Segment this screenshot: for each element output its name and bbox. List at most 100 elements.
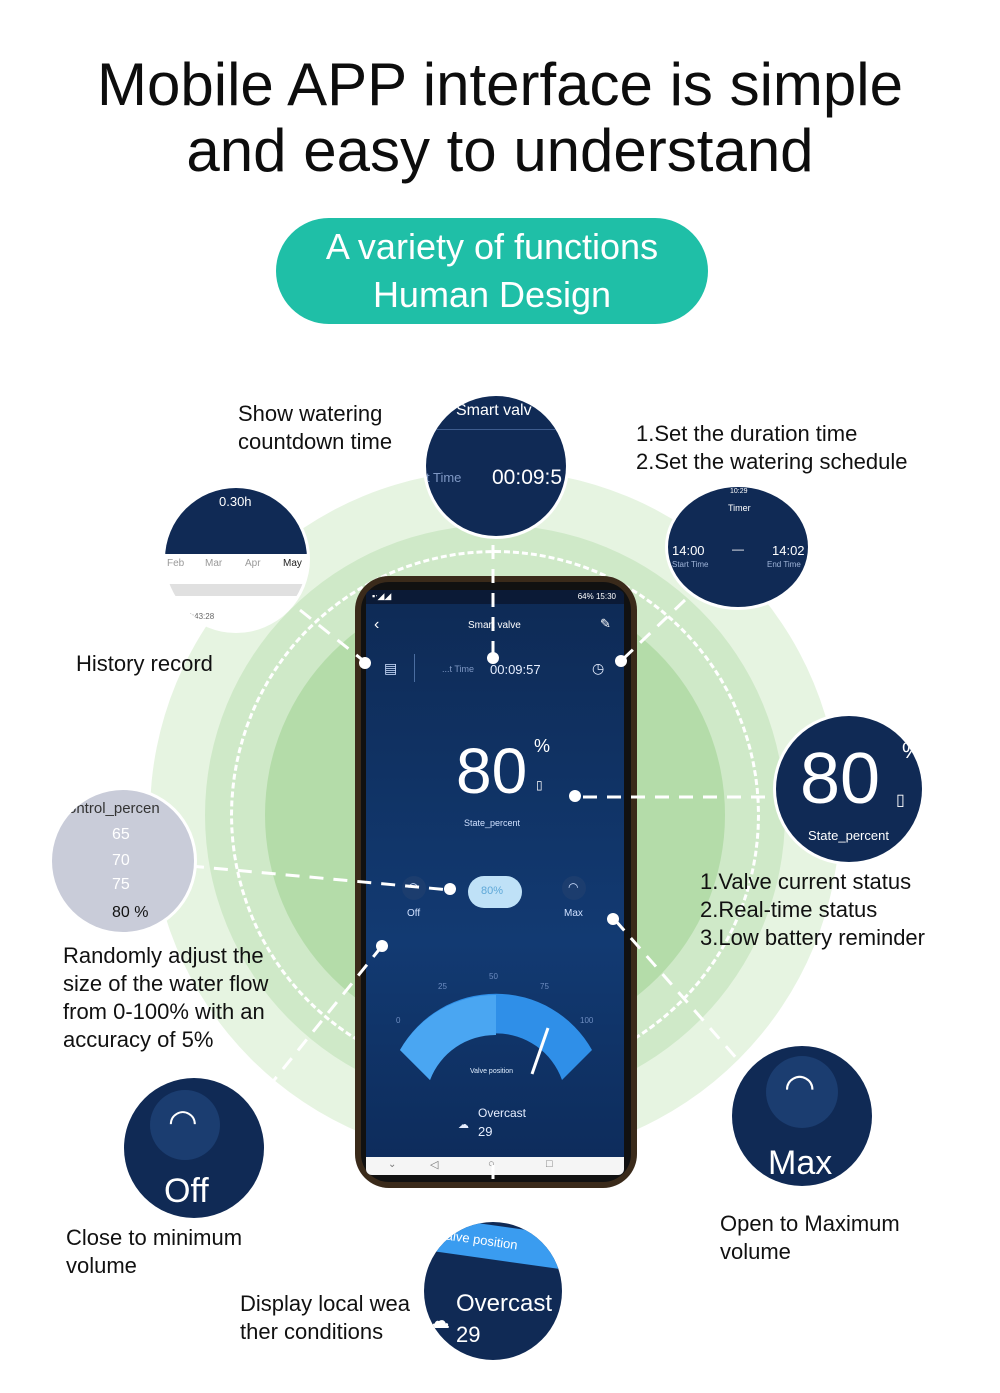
feature-pill: A variety of functions Human Design [276,218,708,324]
history-month-mar[interactable]: Mar [205,558,223,569]
callout-state-unit: % [902,738,922,763]
dot-history [359,657,371,669]
label-max-line-2: volume [720,1239,791,1264]
timer-icon[interactable]: ◷ [592,660,605,676]
label-status: 1.Valve current status 2.Real-time statu… [700,868,925,952]
max-button[interactable] [562,876,586,900]
dot-off [376,940,388,952]
gauge-label: Valve position [470,1068,514,1075]
nav-back-icon[interactable]: ◁ [430,1159,439,1171]
headline-line-2: and easy to understand [186,117,814,184]
dot-countdown [487,652,499,664]
weather-temp-large: 29 [456,1322,481,1347]
history-month-may[interactable]: May [283,558,302,569]
weather-temp: 29 [478,1124,493,1139]
callout-schedule: 10:29 Timer 14:00 Start Time — 14:02 End… [668,487,808,607]
control-option-70[interactable]: 70 [112,852,130,869]
divider [414,654,415,682]
callout-countdown-label: t Time [426,470,462,485]
max-button-label: Max [564,908,583,919]
control-option-65[interactable]: 65 [112,826,130,843]
gauge-tick-50: 50 [489,972,498,981]
callout-history: 0.30h Feb Mar Apr May 10:43:28 [165,488,307,630]
label-off: Close to minimum volume [66,1224,242,1280]
callout-divider [426,429,566,430]
callout-weather: Valve position Overcast ☁ 29 [424,1222,562,1360]
dot-state [569,790,581,802]
phone-screen: ▪ᐧ◢◢ 64% 15:30 ‹ Smart valve ✎ ▤ ...t Ti… [366,590,624,1175]
weather-condition: Overcast [478,1106,527,1120]
gauge-tick-100: 100 [580,1016,594,1025]
max-gauge-large-icon: ◠ [784,1066,816,1107]
callout-state-value: 80 [800,739,881,819]
off-gauge-large-icon: ◠ [168,1103,198,1141]
weather-cloud-icon: ☁ [428,1308,450,1333]
control-option-75[interactable]: 75 [112,876,130,893]
weather-icon: ☁ [458,1119,469,1131]
max-gauge-icon: ◠ [568,880,579,894]
callout-battery-icon: ▯ [896,792,905,809]
edit-icon[interactable]: ✎ [600,616,611,631]
dot-control [444,883,456,895]
back-icon[interactable]: ‹ [374,616,380,633]
schedule-title: Timer [728,503,751,513]
label-off-line-2: volume [66,1253,137,1278]
nav-recents-icon[interactable]: □ [546,1158,553,1170]
label-max-line-1: Open to Maximum [720,1211,900,1236]
history-value: 0.30h [219,494,252,509]
weather-condition-large: Overcast [456,1290,553,1317]
history-bar [165,584,307,596]
callout-countdown: Smart valv t Time 00:09:5 [426,396,566,536]
schedule-end: 14:02 [772,543,805,558]
control-option-80[interactable]: 80 % [112,904,149,921]
status-bar: ▪ᐧ◢◢ 64% 15:30 [366,590,624,604]
history-month-apr[interactable]: Apr [245,558,261,569]
label-countdown: Show watering countdown time [238,400,392,456]
dot-max [607,913,619,925]
max-icon-bg [766,1056,838,1128]
label-flow-line-3: from 0-100% with an [63,999,265,1024]
label-history: History record [76,651,213,676]
nav-down-icon[interactable]: ⌄ [388,1159,397,1170]
schedule-start-label: Start Time [672,560,709,569]
history-month-feb[interactable]: Feb [167,558,185,569]
label-schedule-line-2: 2.Set the watering schedule [636,449,908,474]
schedule-clock: 10:29 [730,488,748,495]
callout-countdown-time: 00:09:5 [492,466,563,489]
gauge-tick-75: 75 [540,982,549,991]
label-weather-line-1: Display local wea [240,1291,410,1316]
label-flow-line-1: Randomly adjust the [63,943,264,968]
percent-selector-value: 80% [481,885,504,897]
dot-schedule [615,655,627,667]
label-weather: Display local wea ther conditions [240,1290,410,1346]
label-schedule-line-1: 1.Set the duration time [636,421,858,446]
callout-off-label: Off [164,1172,209,1210]
countdown-time: 00:09:57 [490,662,541,677]
schedule-start: 14:00 [672,543,705,558]
history-icon[interactable]: ▤ [384,660,398,676]
off-icon-bg [150,1090,220,1160]
label-countdown-line-1: Show watering [238,401,383,426]
label-countdown-line-2: countdown time [238,429,393,454]
status-icons: ▪ᐧ◢◢ [372,591,392,601]
callout-control: ontrol_percen 65 70 75 80 % [52,790,194,932]
schedule-separator: — [732,542,744,556]
pill-line-1: A variety of functions [325,226,659,267]
state-percent-label: State_percent [464,818,521,828]
label-status-line-2: 2.Real-time status [700,897,878,922]
headline: Mobile APP interface is simple and easy … [0,52,1000,184]
nav-home-icon[interactable]: ○ [488,1158,495,1170]
countdown-label: ...t Time [442,664,475,674]
label-status-line-3: 3.Low battery reminder [700,925,925,950]
gauge-tick-0: 0 [396,1016,401,1025]
state-percent-value: 80 [456,735,528,807]
label-flow: Randomly adjust the size of the water fl… [63,942,268,1054]
control-title: ontrol_percen [68,800,160,817]
percent-selector[interactable]: 80% [468,876,522,908]
gauge-tick-25: 25 [438,982,447,991]
label-flow-line-2: size of the water flow [63,971,269,996]
headline-line-1: Mobile APP interface is simple [97,51,903,118]
valve-gauge [400,993,592,1080]
history-time: 10:43:28 [183,612,215,621]
label-off-line-1: Close to minimum [66,1225,243,1250]
